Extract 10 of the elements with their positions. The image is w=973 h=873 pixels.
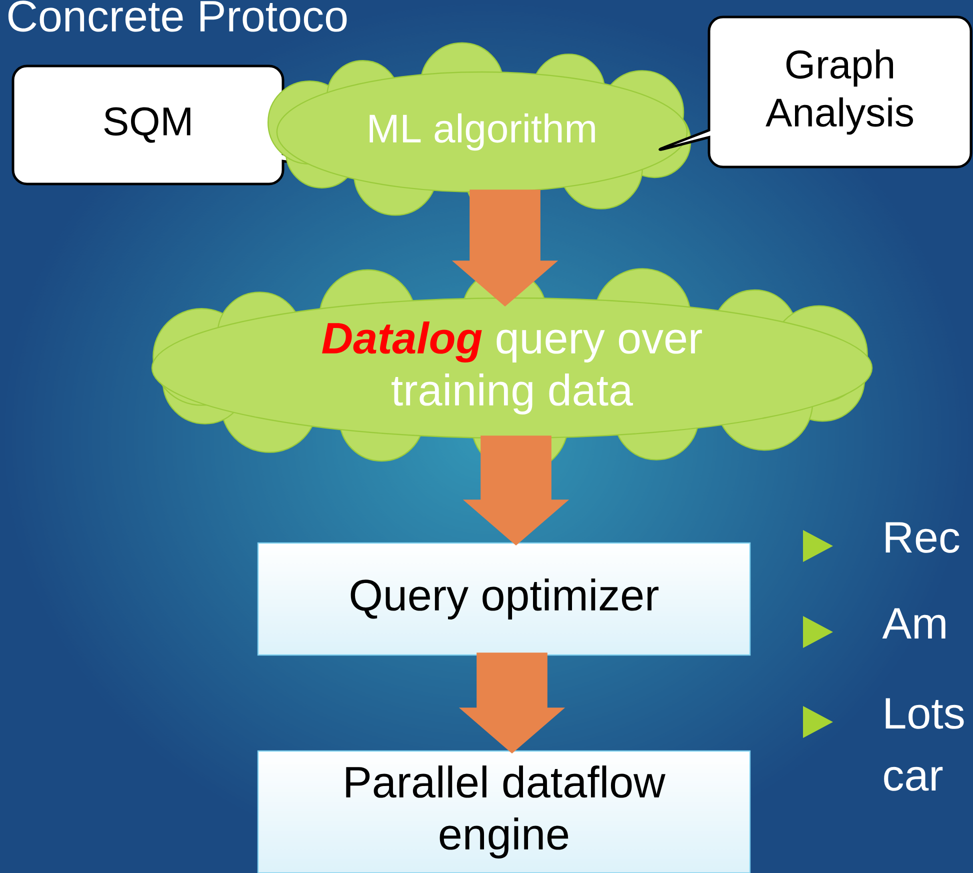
bullet-text: Lots car [884,698,964,791]
slide-title: Concrete Protoco [8,0,347,32]
block-arrow [452,190,558,307]
process-box: Query optimizer [257,542,751,656]
process-box: Parallel dataflow engine [257,750,751,873]
block-arrow [462,436,570,546]
bullet-text: Rec [886,522,960,553]
speech-callout: Graph Analysis [658,16,972,168]
bullet-text: Am [882,608,946,638]
block-arrow [458,652,566,754]
